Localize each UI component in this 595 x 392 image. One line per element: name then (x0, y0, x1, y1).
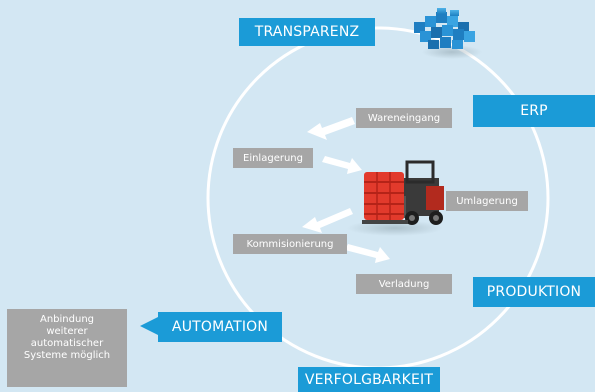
label-automation: AUTOMATION (158, 312, 282, 342)
label-produktion: PRODUKTION (473, 277, 595, 307)
label-umlagerung: Umlagerung (446, 191, 528, 211)
process-arrows (302, 117, 390, 263)
forklift-icon (347, 160, 444, 236)
label-erp: ERP (473, 95, 595, 127)
arrow-wareneingang-to-einlagerung (307, 117, 355, 140)
note-line-4: Systeme möglich (23, 350, 111, 361)
label-wareneingang: Wareneingang (356, 108, 452, 128)
label-kommisionierung: Kommisionierung (233, 234, 347, 254)
arrow-einlagerung-to-forklift (322, 156, 362, 174)
note-line-3: automatischer (30, 338, 104, 349)
label-verladung: Verladung (356, 274, 452, 294)
automation-arrow-icon (140, 317, 158, 335)
blue-cubes-icon (414, 8, 482, 59)
note-line-1: Anbindung (39, 314, 94, 325)
arrow-umlagerung-to-kommisionierung (302, 208, 353, 233)
label-verfolgbarkeit: VERFOLGBARKEIT (298, 367, 440, 392)
label-einlagerung: Einlagerung (233, 148, 313, 168)
label-transparenz: TRANSPARENZ (239, 18, 375, 46)
note-line-2: weiterer (46, 326, 88, 337)
arrow-kommisionierung-to-verladung (345, 244, 390, 263)
note-box: Anbindung weiterer automatischer Systeme… (7, 309, 127, 387)
